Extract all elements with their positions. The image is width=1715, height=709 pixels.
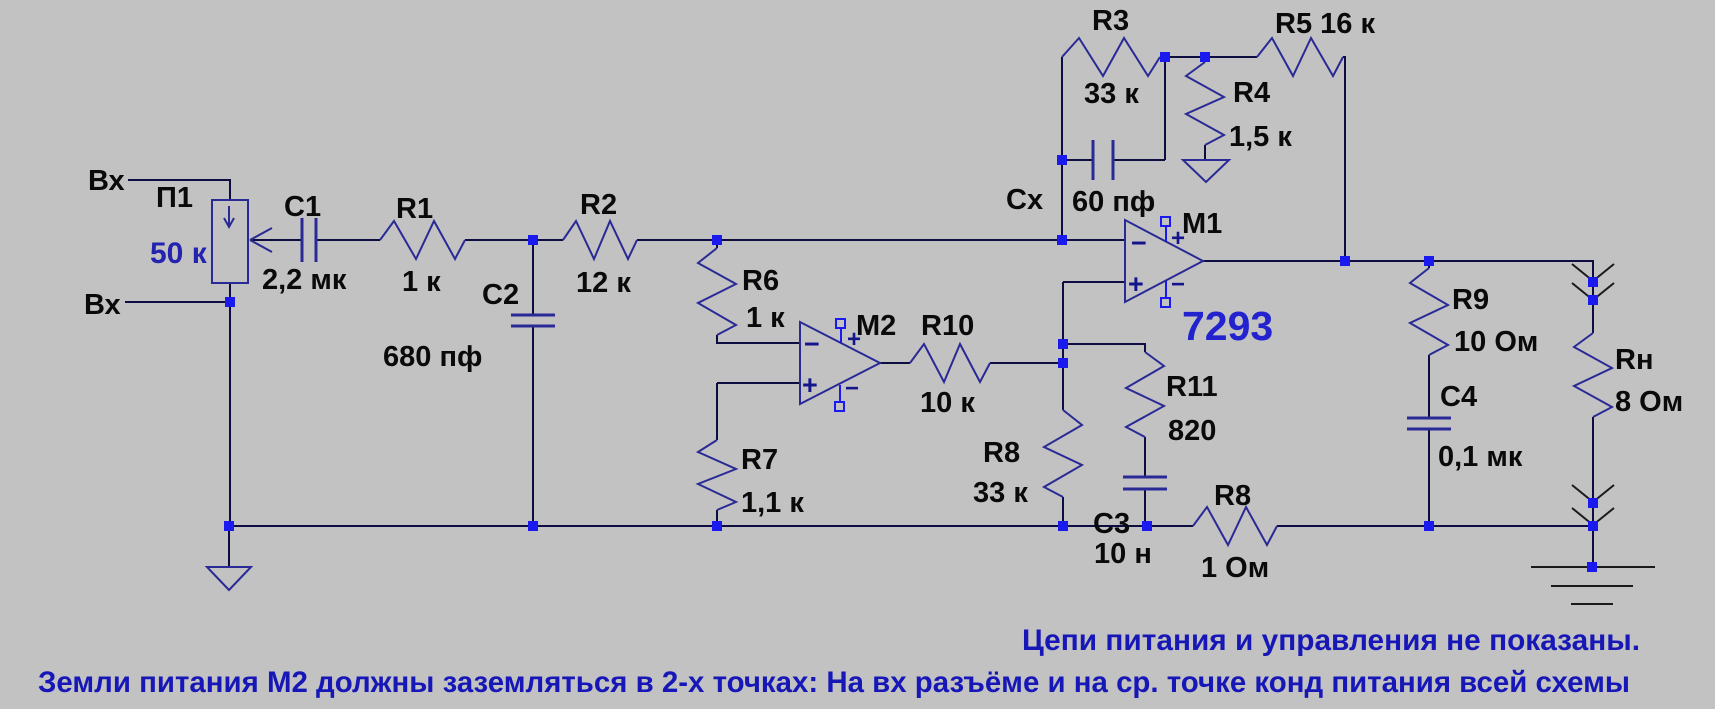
opamp-m1-label: M1 (1182, 208, 1222, 240)
opamp-m2-label: M2 (856, 310, 896, 342)
res-r8-ground-label: R8 (1214, 480, 1251, 512)
cap-cx-value: 60 пф (1072, 186, 1155, 218)
opamp-m2 (799, 318, 883, 412)
res-r6-value: 1 к (746, 302, 785, 334)
resistor-r3 (1061, 36, 1161, 78)
res-r10-value: 10 к (920, 387, 975, 419)
res-r4-value: 1,5 к (1229, 121, 1292, 153)
res-r10-label: R10 (921, 310, 974, 342)
res-r9-value: 10 Ом (1454, 326, 1538, 358)
opamp-m2-minus-input: − (804, 329, 820, 359)
res-r11-label: R11 (1166, 371, 1218, 403)
capacitor-c4 (1407, 416, 1451, 431)
opamp-m2-plus-input: + (802, 370, 818, 400)
input-top-label: Вх (88, 165, 125, 197)
res-r7-value: 1,1 к (741, 487, 804, 519)
resistor-r10 (909, 341, 991, 385)
opamp-m2-vplus: + (847, 326, 861, 353)
ground-symbol-left (204, 566, 254, 592)
resistor-r6 (695, 247, 739, 336)
capacitor-c3 (1123, 475, 1167, 491)
resistor-r2 (562, 218, 638, 262)
ground-symbol-chassis (1531, 566, 1655, 605)
cap-c1-value: 2,2 мк (262, 264, 347, 296)
cap-c2-label: C2 (482, 279, 519, 311)
resistor-r5 (1256, 35, 1344, 79)
resistor-r9 (1407, 267, 1451, 356)
cap-c3-value: 10 н (1094, 538, 1152, 570)
note-line-2: Земли питания М2 должны заземляться в 2-… (38, 666, 1630, 699)
note-line-1: Цепи питания и управления не показаны. (1022, 624, 1640, 657)
res-r1-label: R1 (396, 193, 433, 225)
pot-p1-label: П1 (156, 182, 193, 214)
node-dots (224, 52, 1598, 572)
res-r8-ground-value: 1 Ом (1201, 552, 1269, 584)
res-r8-feedback-label: R8 (983, 437, 1020, 469)
opamp-m1-minus-input: − (1131, 228, 1147, 258)
res-r2-label: R2 (580, 189, 617, 221)
res-r2-value: 12 к (576, 267, 631, 299)
cap-c4-label: C4 (1440, 381, 1477, 413)
opamp-m1-vplus: + (1171, 225, 1185, 252)
opamp-m2-vminus: − (845, 375, 859, 402)
capacitor-c2 (511, 313, 555, 328)
opamp-m1-vminus: − (1171, 271, 1185, 298)
cap-c2-value: 680 пф (383, 341, 482, 373)
resistor-r8-ground (1192, 504, 1278, 548)
resistor-r11 (1123, 351, 1167, 438)
res-r5-label: R5 16 к (1275, 8, 1375, 40)
opamp-m1 (1124, 216, 1206, 308)
res-r9-label: R9 (1452, 284, 1489, 316)
potentiometer-p1 (211, 199, 273, 284)
cap-cx-label: Cx (1006, 184, 1043, 216)
res-rn-value: 8 Ом (1615, 386, 1683, 418)
res-r3-value: 33 к (1084, 78, 1139, 110)
res-r1-value: 1 к (402, 266, 441, 298)
res-r11-value: 820 (1168, 415, 1216, 447)
cap-c3-label: C3 (1093, 508, 1130, 540)
cap-c4-value: 0,1 мк (1438, 441, 1523, 473)
res-r7-label: R7 (741, 444, 778, 476)
load-resistor-rn (1571, 332, 1615, 418)
capacitor-c1 (300, 218, 318, 262)
resistor-r7 (695, 439, 739, 511)
res-r3-label: R3 (1092, 5, 1129, 37)
resistor-r1 (379, 218, 466, 262)
res-r6-label: R6 (742, 265, 779, 297)
res-r4-label: R4 (1233, 77, 1270, 109)
ground-symbol-r4 (1180, 159, 1232, 184)
opamp-m1-chip-number: 7293 (1182, 303, 1273, 349)
res-r8-feedback-value: 33 к (973, 477, 1028, 509)
resistor-r8-feedback (1041, 409, 1085, 498)
capacitor-cx (1091, 140, 1115, 180)
pot-p1-value: 50 к (150, 237, 208, 270)
res-rn-label: Rн (1615, 344, 1653, 376)
cap-c1-label: C1 (284, 191, 321, 223)
opamp-m1-plus-input: + (1128, 269, 1144, 299)
resistor-r4 (1183, 61, 1227, 146)
input-bottom-label: Вх (84, 289, 121, 321)
